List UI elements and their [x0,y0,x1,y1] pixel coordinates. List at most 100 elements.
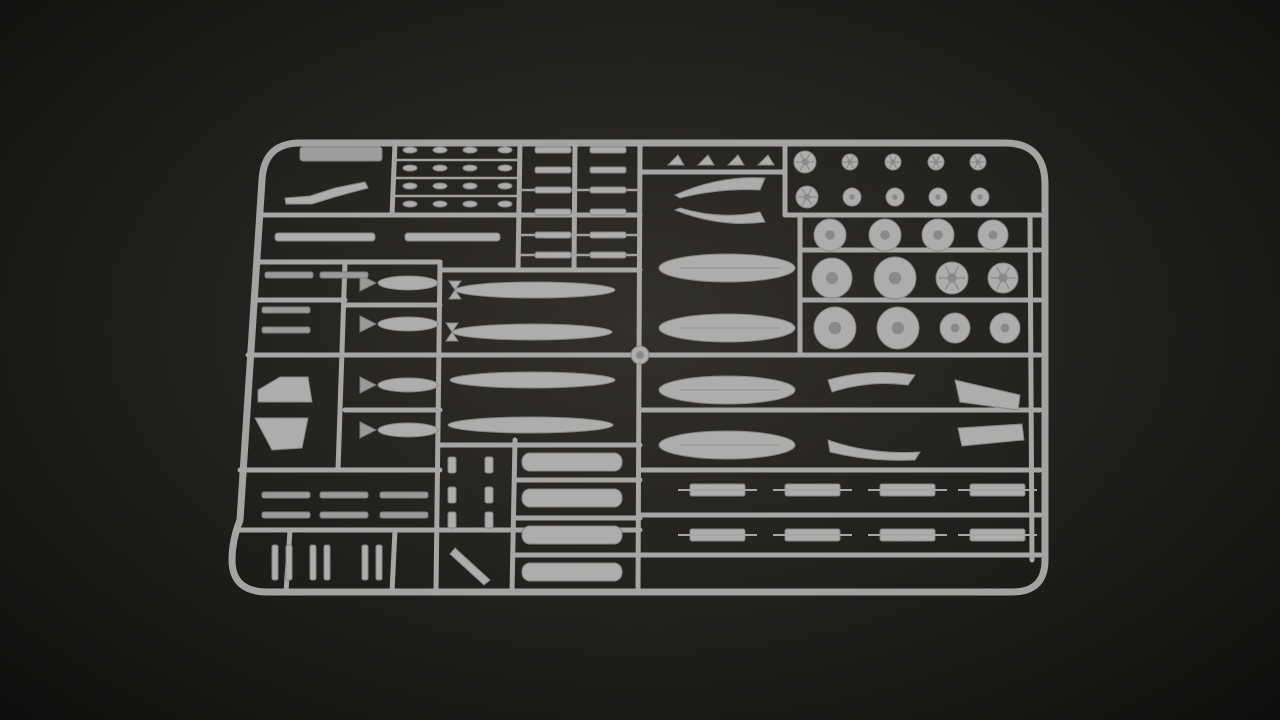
wheel-spoke [849,161,854,169]
wheel-spoke [1002,277,1010,290]
bomb-parts [359,274,616,439]
wheel-hub [950,323,960,333]
panel-part [257,376,313,403]
wheel-spoke [849,155,854,163]
small-detail-part [447,511,457,529]
wheel-hub [888,271,902,285]
rod-part [404,232,501,242]
fairing-part [827,371,916,393]
wheel-spoke [801,188,808,198]
rod-part [534,166,572,174]
strut-part [361,544,369,581]
small-detail-part [261,306,311,314]
bomb-body [451,323,613,341]
wheel-spoke [799,161,806,171]
wheel-hub [825,230,835,240]
small-detail-part [379,491,429,499]
rod-part [589,166,627,174]
rod-part [589,251,627,259]
wheel-spoke [951,277,960,291]
small-detail-part [402,182,418,190]
wheel-spoke [806,196,813,206]
wheel-spoke [935,161,940,169]
small-bomb-body [377,316,439,332]
small-detail-part [264,271,314,279]
wheel-spoke [804,153,811,163]
small-detail-part [484,511,494,529]
small-detail-part [402,146,418,154]
small-detail-part [402,200,418,208]
small-detail-part [319,271,369,279]
small-detail-part [319,491,369,499]
drop-tank-parts [254,177,1025,461]
small-detail-part [447,486,457,504]
small-detail-part [447,456,457,474]
small-bomb-body [377,275,439,291]
small-detail-part [462,164,478,172]
wheel-spoke [846,155,851,163]
strut-part [375,544,383,581]
wheel-spoke [932,155,937,163]
wheel-spoke [801,196,808,206]
strut-part [323,544,331,581]
panel-part [957,423,1025,447]
wheel-hub [988,230,998,240]
rod-part [589,146,627,154]
small-bomb-body [377,422,439,438]
panel-part [254,417,309,451]
wheel-hub [891,321,905,335]
small-detail-part [319,511,369,519]
rod-part [534,146,572,154]
small-bomb-fin [359,274,378,292]
rod-part [589,186,627,194]
wheel-spoke [799,153,806,163]
rod-part [534,208,572,216]
small-detail-part [462,182,478,190]
wheel-hub [828,321,842,335]
small-detail-part [462,146,478,154]
small-detail-part [379,511,429,519]
bomb-body [454,281,616,299]
rod-part [274,232,376,242]
small-detail-part [432,164,448,172]
wheel-spoke [996,277,1004,290]
fairing-part [827,439,921,461]
wheel-spoke [804,161,811,171]
rod-part [284,181,369,205]
small-detail-part [497,146,513,154]
wheel-spoke [846,161,851,169]
small-detail-part [484,456,494,474]
wheel-hub [933,230,943,240]
rod-part [534,231,572,239]
small-detail-part [726,154,745,166]
small-detail-part [432,200,448,208]
bomb-fin [448,280,462,300]
wheel-spoke [889,155,894,163]
wheel-spoke [806,188,813,198]
small-detail-part [756,154,775,166]
rod-part [534,251,572,259]
wheel-hub [977,194,983,200]
wheel-hub [1000,323,1010,333]
wheel-parts [793,150,1021,350]
panel-part [954,379,1021,411]
small-parts [261,146,1037,586]
wheel-hub [849,194,855,200]
cylinder-parts [521,452,623,582]
cylinder-part [521,525,623,545]
cylinder-part [521,488,623,508]
bomb-body [447,416,614,434]
small-detail-part [462,200,478,208]
wheel-hub [935,194,941,200]
strut-part [449,547,491,586]
small-detail-part [402,164,418,172]
wheel-spoke [1002,266,1010,279]
small-detail-part [497,164,513,172]
wheel-spoke [996,266,1004,279]
wheel-spoke [889,161,894,169]
small-detail-part [497,200,513,208]
small-bomb-fin [359,315,378,333]
small-detail-part [497,182,513,190]
